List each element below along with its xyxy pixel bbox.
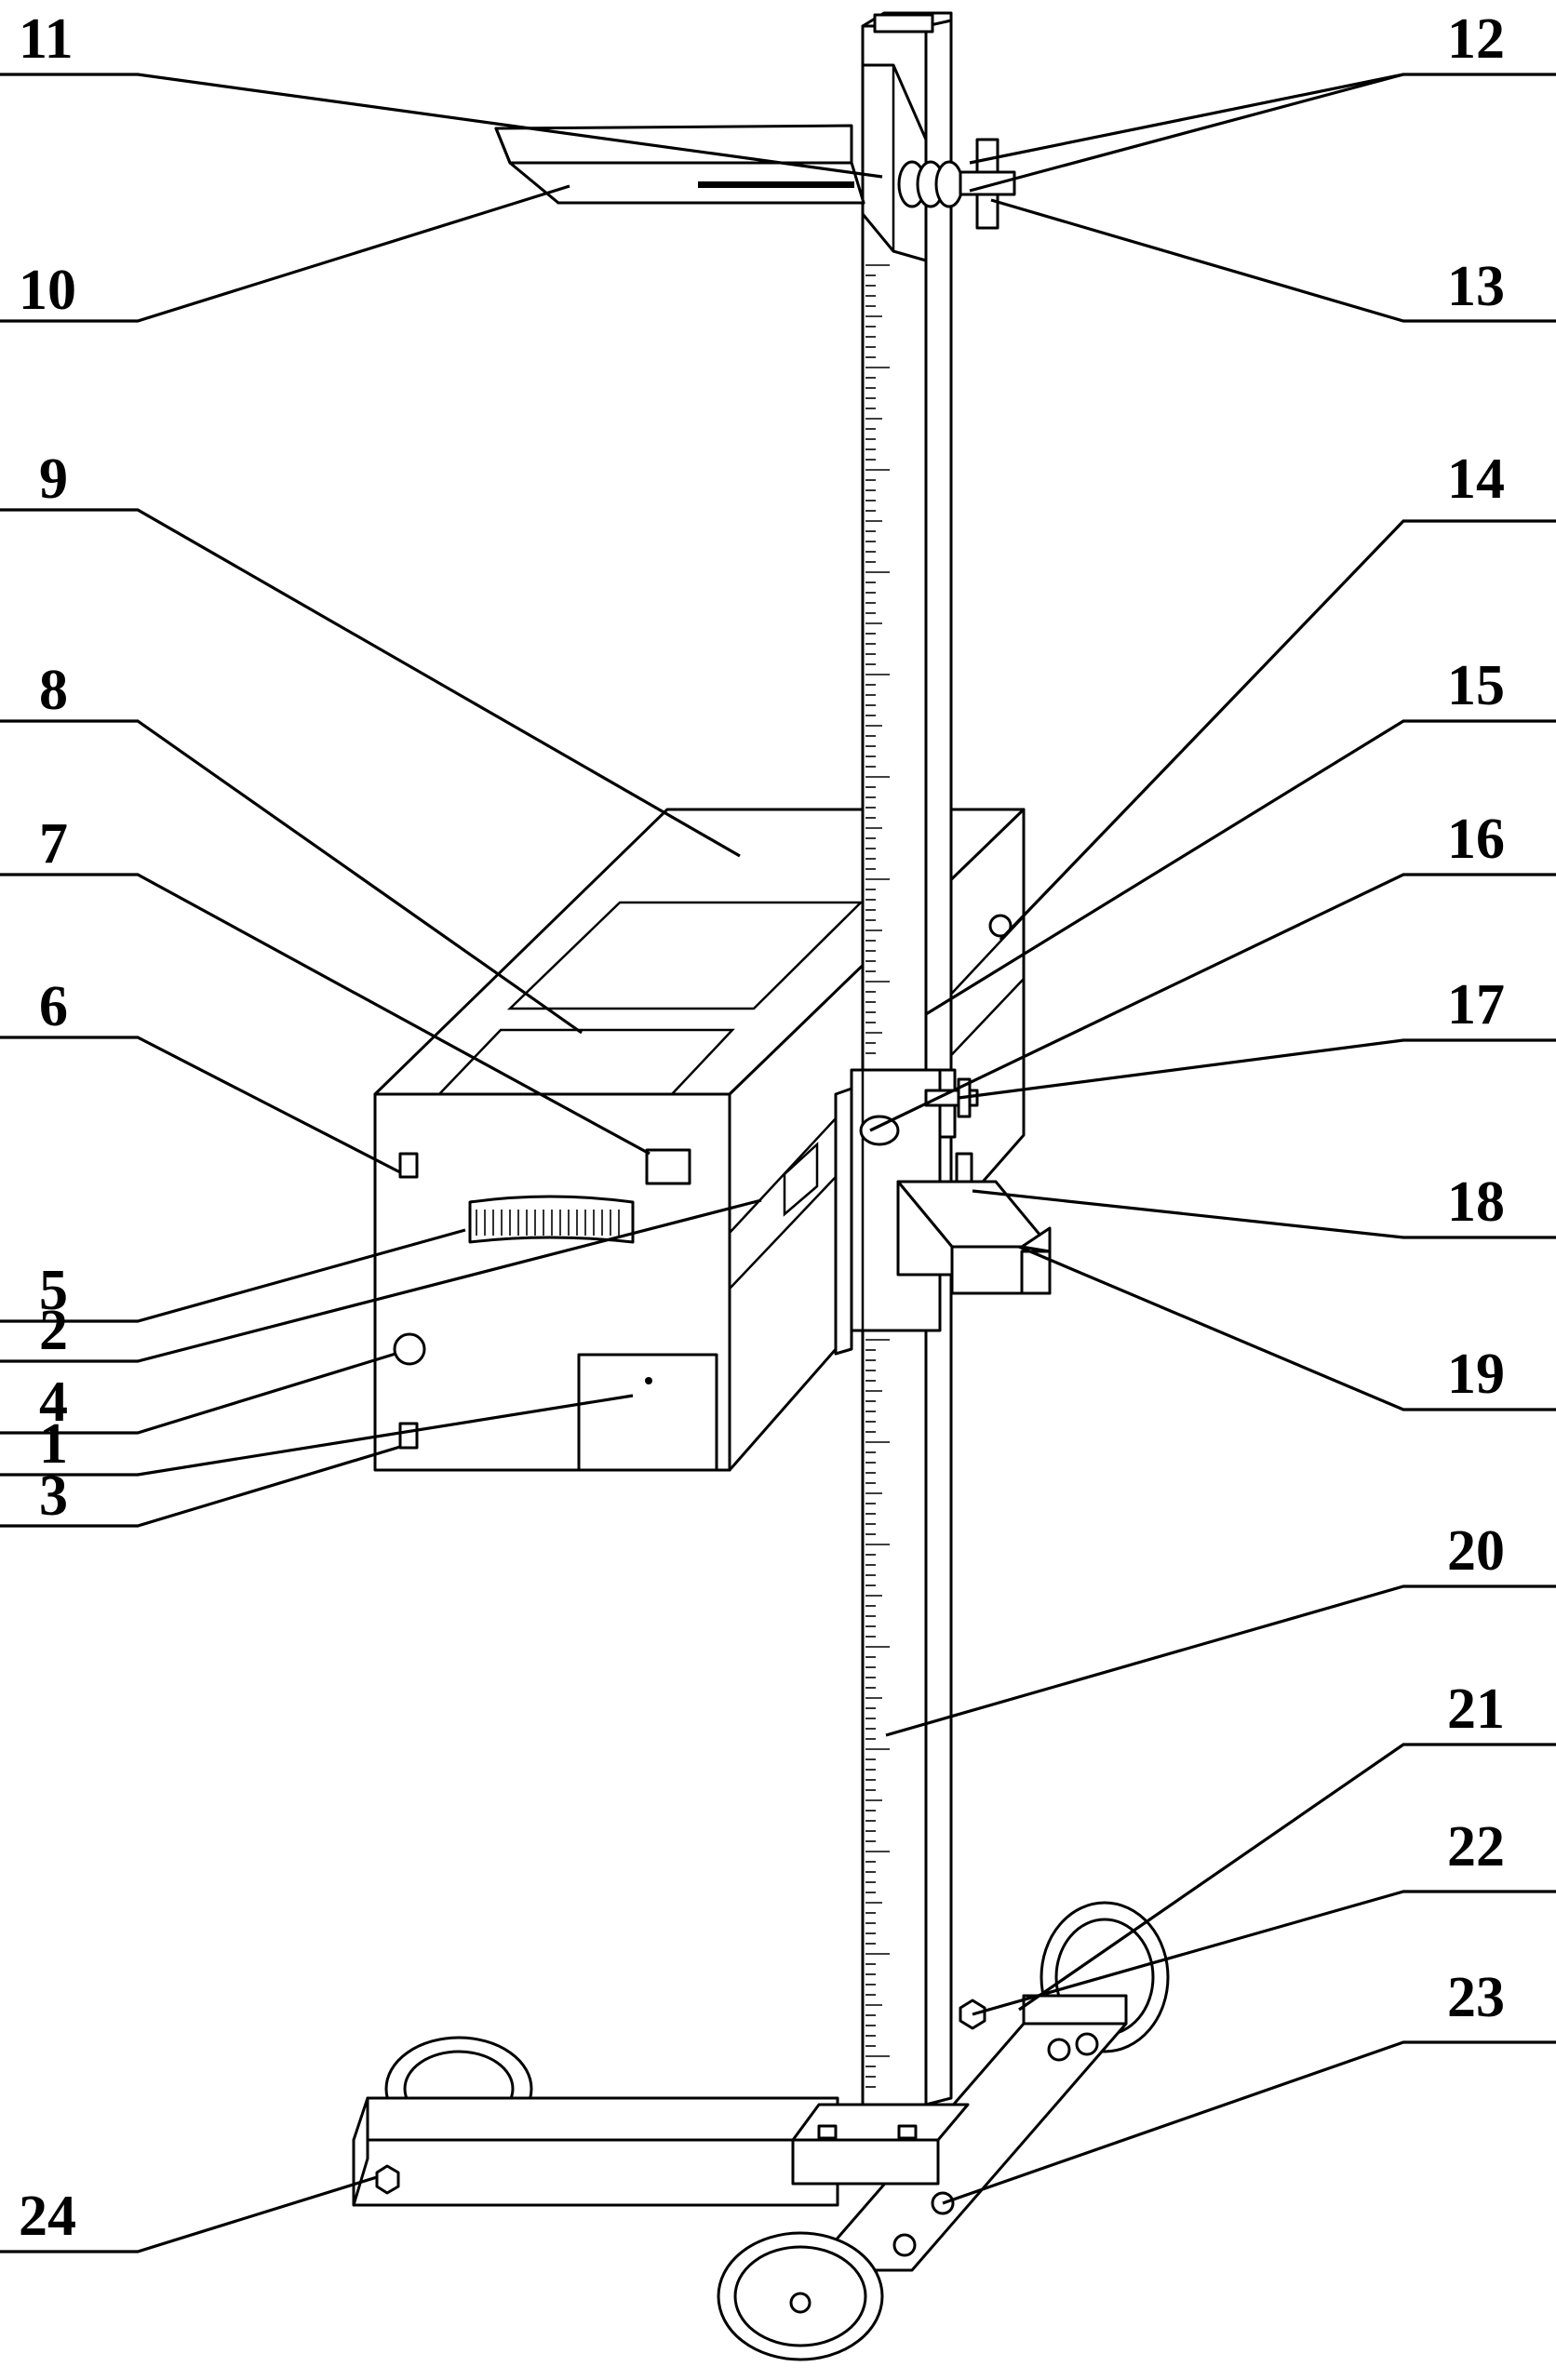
leader-10 [0, 184, 570, 323]
callout-11: 11 [19, 7, 74, 71]
cross-knob-13 [959, 138, 1016, 230]
sight-rod-11 [698, 181, 854, 188]
callout-8: 8 [39, 659, 68, 722]
leader-lines [0, 73, 1556, 2253]
leader-2 [0, 1198, 762, 1363]
side-opening-2 [783, 1142, 819, 1217]
callout-10: 10 [19, 259, 76, 322]
leader-13 [990, 198, 1556, 323]
adjuster-nut-12c [934, 160, 964, 208]
leader-7 [0, 873, 651, 1156]
leader-4 [0, 1352, 396, 1435]
sight-plate-face [508, 161, 865, 205]
foot-bolt-right [897, 2124, 918, 2140]
callout-15: 15 [1447, 654, 1505, 717]
leader-8 [0, 719, 583, 1035]
base-trolley [352, 1901, 1170, 2361]
column-side-face [924, 19, 953, 2106]
leader-17 [958, 1038, 1556, 1100]
column-top-block [873, 13, 934, 33]
leader-18 [972, 1189, 1556, 1239]
foot-bolt-left [817, 2124, 838, 2140]
callout-14: 14 [1447, 448, 1505, 511]
access-panel-1 [577, 1353, 718, 1472]
callout-labels: 1 2 3 4 5 6 7 8 9 10 11 12 13 14 15 16 1… [19, 7, 1505, 2248]
leader-23 [942, 2040, 1556, 2205]
leader-6 [0, 1036, 401, 1174]
leader-14 [999, 519, 1556, 942]
lock-knob-16 [859, 1115, 900, 1146]
callout-5: 5 [39, 1259, 68, 1322]
hex-bolt-24 [375, 2164, 400, 2195]
base-left-beam [352, 2138, 839, 2207]
leader-22 [972, 1890, 1556, 2016]
leader-20 [885, 1584, 1556, 1737]
leader-15 [925, 719, 1556, 1016]
arm-bolt-d [892, 2233, 917, 2257]
callout-2: 2 [39, 1299, 68, 1362]
callout-7: 7 [39, 812, 68, 876]
leader-12b [969, 73, 1404, 193]
callout-20: 20 [1447, 1519, 1505, 1583]
access-panel-screw [645, 1377, 652, 1384]
leader-1 [0, 1394, 634, 1477]
side-knob [988, 914, 1013, 938]
callout-21: 21 [1447, 1678, 1505, 1741]
switch-3 [398, 1422, 419, 1450]
callout-6: 6 [39, 975, 68, 1038]
callout-22: 22 [1447, 1815, 1505, 1879]
front-wheel-axle [789, 2292, 812, 2314]
callout-13: 13 [1447, 255, 1505, 318]
knob-4 [393, 1332, 426, 1366]
switch-6 [398, 1152, 419, 1179]
leader-9 [0, 508, 741, 858]
dial-scale-ticks [476, 1210, 620, 1236]
measuring-scale-20 [865, 264, 890, 2088]
callout-19: 19 [1447, 1343, 1505, 1406]
arm-bolt-b [1075, 2032, 1099, 2056]
vertical-column [834, 11, 1052, 2106]
callout-9: 9 [39, 448, 68, 511]
leader-16 [869, 873, 1556, 1132]
leader-3 [0, 1445, 401, 1528]
callout-1: 1 [39, 1412, 68, 1476]
indicator-window-7 [645, 1148, 691, 1185]
leader-21 [1018, 1743, 1556, 2012]
callout-4: 4 [39, 1371, 68, 1434]
leader-11 [0, 73, 883, 179]
base-arm-top-plate-21 [1022, 1994, 1128, 2026]
top-window-rear [506, 901, 865, 1010]
arm-bolt-a [1047, 2038, 1071, 2062]
top-window-front-8 [436, 1028, 735, 1096]
callout-23: 23 [1447, 1966, 1505, 2029]
leader-12a [969, 73, 1556, 165]
column-foot-plate [791, 2138, 940, 2186]
column-front-face [861, 24, 928, 2106]
callout-3: 3 [39, 1464, 68, 1528]
callout-18: 18 [1447, 1170, 1505, 1234]
callout-17: 17 [1447, 973, 1505, 1036]
leader-19 [1018, 1245, 1556, 1411]
cross-screw-17 [924, 1068, 979, 1139]
sighting-channel-19 [896, 1180, 1052, 1295]
leader-24 [0, 2175, 378, 2253]
callout-16: 16 [1447, 808, 1505, 871]
slider-plate [834, 1087, 853, 1356]
leader-5 [0, 1228, 466, 1323]
callout-24: 24 [19, 2185, 76, 2248]
callout-12: 12 [1447, 7, 1505, 71]
